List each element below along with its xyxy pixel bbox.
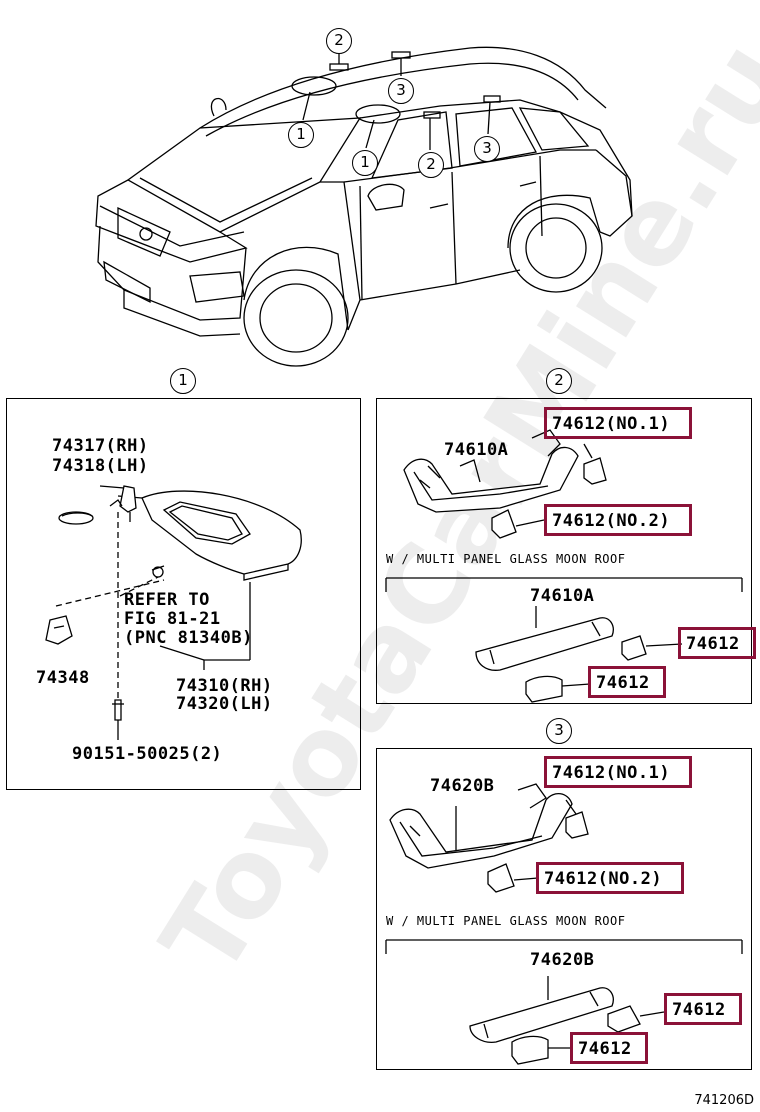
visor-lh-label[interactable]: 74320(LH) [176,694,273,714]
section2-grip-label[interactable]: 74610A [444,440,509,460]
section2-grip-moonroof-label[interactable]: 74610A [530,586,595,606]
mirror-cover-lh-label[interactable]: 74318(LH) [52,456,149,476]
section3-cover-no1-label[interactable]: 74612(NO.1) [552,763,671,783]
figure-number: 741206D [694,1093,754,1108]
section3-panel [376,748,752,1070]
section3-callout[interactable]: 3 [546,718,572,744]
section2-cover-a-highlight [678,627,756,659]
section2-panel [376,398,752,704]
section2-cover-b-label[interactable]: 74612 [596,673,650,693]
section1-callout[interactable]: 1 [170,368,196,394]
refer-line-3[interactable]: (PNC 81340B) [124,628,253,648]
section3-cover-no2-label[interactable]: 74612(NO.2) [544,869,663,889]
section3-cover-a-highlight [664,993,742,1025]
section3-cover-no2-highlight [536,862,684,894]
screw-label[interactable]: 90151-50025(2) [72,744,223,764]
car-callout-3-side[interactable]: 3 [474,136,500,162]
refer-line-1: REFER TO [124,590,210,610]
car-callout-2-side[interactable]: 2 [418,152,444,178]
section2-parts [385,429,743,703]
section2-cover-no2-label[interactable]: 74612(NO.2) [552,511,671,531]
visor-rh-label[interactable]: 74310(RH) [176,676,273,696]
section2-callout[interactable]: 2 [546,368,572,394]
section3-grip-label[interactable]: 74620B [430,776,495,796]
section2-cover-no1-highlight [544,407,692,439]
mirror-cover-rh-label[interactable]: 74317(RH) [52,436,149,456]
car-callout-3-top[interactable]: 3 [388,78,414,104]
section3-moonroof-note: W / MULTI PANEL GLASS MOON ROOF [386,914,626,928]
section3-cover-b-label[interactable]: 74612 [578,1039,632,1059]
section1-panel [6,398,361,790]
refer-line-2[interactable]: FIG 81-21 [124,609,221,629]
vehicle-illustration [95,46,633,367]
section2-cover-no2-highlight [544,504,692,536]
section2-moonroof-note: W / MULTI PANEL GLASS MOON ROOF [386,552,626,566]
holder-label[interactable]: 74348 [36,668,90,688]
section1-parts [45,485,302,740]
section2-cover-a-label[interactable]: 74612 [686,634,740,654]
car-callout-1-center[interactable]: 1 [352,150,378,176]
section3-cover-b-highlight [570,1032,648,1064]
section3-parts [385,783,743,1065]
section3-grip-moonroof-label[interactable]: 74620B [530,950,595,970]
car-callout-2-top[interactable]: 2 [326,28,352,54]
section2-cover-b-highlight [588,666,666,698]
section3-cover-no1-highlight [544,756,692,788]
section3-cover-a-label[interactable]: 74612 [672,1000,726,1020]
section2-cover-no1-label[interactable]: 74612(NO.1) [552,414,671,434]
car-callout-1-left[interactable]: 1 [288,122,314,148]
